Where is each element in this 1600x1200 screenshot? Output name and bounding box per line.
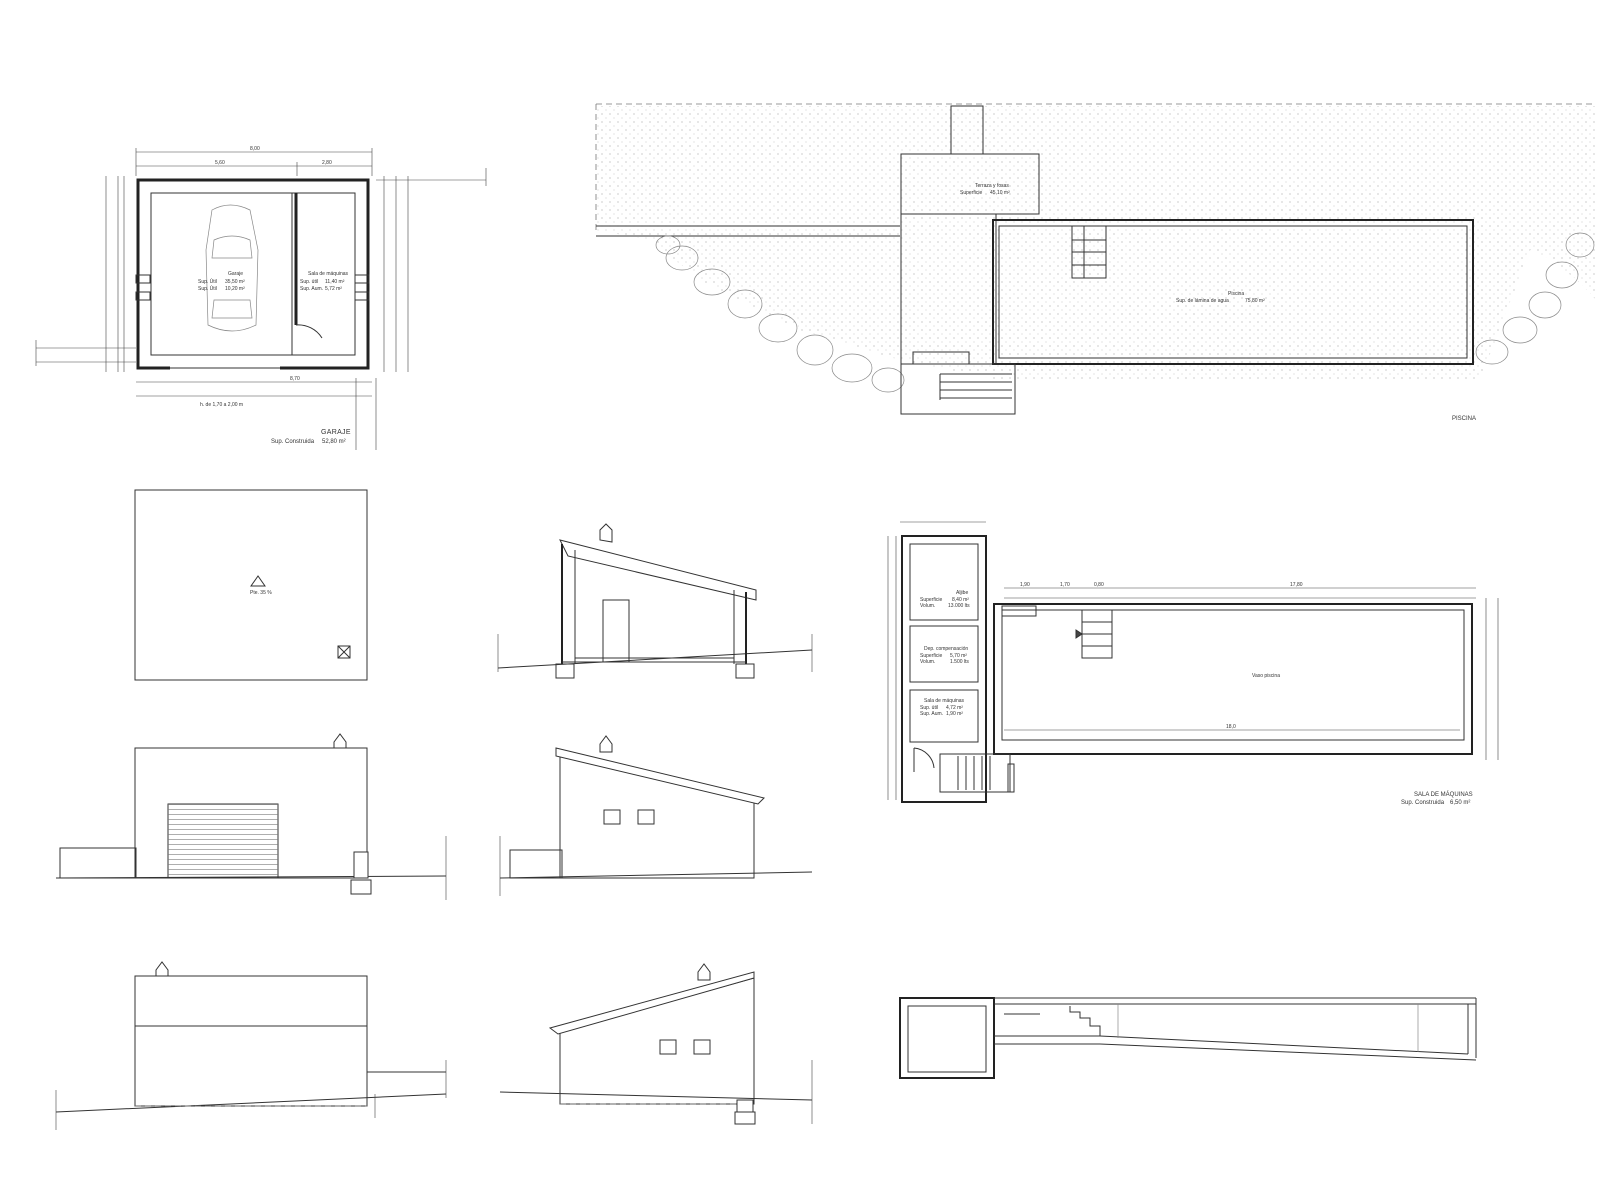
tank-vol-label: Volum.	[920, 603, 935, 609]
garage-rear-elevation	[55, 961, 447, 1130]
rocks-right	[1475, 232, 1595, 365]
pool-area-label: Sup. de lámina de agua	[1176, 298, 1229, 304]
pool-title: PISCINA	[1452, 416, 1476, 422]
mr-dim-top: 17,80	[1290, 582, 1303, 588]
comp-vol-value: 1.500 lts	[950, 659, 969, 665]
pool-area-value: 75,80 m²	[1245, 298, 1265, 304]
mr-machines-useful-label: Sup. útil	[920, 705, 938, 711]
garage-dim-left: 5,60	[215, 160, 225, 166]
mr-built-area-value: 6,50 m²	[1450, 800, 1470, 806]
garage-machines-aux-label: Sup. Aum.	[300, 286, 323, 292]
pool-section	[899, 997, 1477, 1079]
mr-title: SALA DE MÁQUINAS	[1414, 791, 1473, 798]
garage-useful-label: Sup. Útil	[198, 278, 217, 285]
comp-area-label: Superficie	[920, 653, 942, 659]
tank-area-value: 8,40 m²	[952, 597, 969, 603]
garage-height-note: h. de 1,70 a 2,00 m	[200, 402, 243, 408]
tank-vol-value: 13.000 lts	[948, 603, 970, 609]
mr-dim-w2: 1,70	[1060, 582, 1070, 588]
basin-label: Vaso piscina	[1252, 673, 1280, 679]
comp-area-value: 5,70 m²	[950, 653, 967, 659]
terrace-area-value: 45,10 m²	[990, 190, 1010, 196]
garage-built-area-label: Sup. Construida	[271, 439, 315, 445]
garage-room-name: Garaje	[228, 271, 243, 277]
garage-plan: 8,00 5,60 2,80 Garaje Sup. Útil 35,50 m²…	[35, 146, 487, 450]
pool-name: Piscina	[1228, 291, 1244, 297]
machine-room-plan: 1,90 1,70 0,80 17,80 Aljibe Superficie 8…	[887, 521, 1499, 806]
pool-stairs	[1071, 225, 1107, 279]
garage-useful2-label: Sup. Útil	[198, 285, 217, 292]
terrace-name: Terraza y fosas	[975, 183, 1009, 189]
garage-machines-useful-value: 11,40 m²	[325, 279, 345, 285]
pool-site-plan: Terraza y fosas Superficie 45,10 m² Pisc…	[595, 103, 1596, 422]
rocks-left	[655, 235, 905, 393]
garage-machines-useful-label: Sup. útil	[300, 279, 318, 285]
roof-plan: Pte. 35 %	[134, 489, 368, 681]
car-icon	[205, 204, 259, 332]
garage-useful2-value: 10,20 m²	[225, 286, 245, 292]
garage-dim-bottom-total: 8,70	[290, 376, 300, 382]
mr-dim-w1: 1,90	[1020, 582, 1030, 588]
access-stairs	[939, 373, 1012, 400]
garage-side-elevation	[499, 735, 813, 896]
terrace-area-label: Superficie	[960, 190, 982, 196]
garage-dim-right: 2,80	[322, 160, 332, 166]
mr-machines-aux-value: 1,90 m²	[946, 711, 963, 717]
garage-front-elevation	[55, 733, 447, 900]
basin-stairs	[1081, 609, 1113, 659]
garage-title: GARAJE	[321, 429, 351, 436]
garage-useful-value: 35,50 m²	[225, 279, 245, 285]
garage-rear-side-elevation	[499, 963, 813, 1125]
roof-slope-label: Pte. 35 %	[250, 590, 272, 596]
mr-dim-w3: 0,80	[1094, 582, 1104, 588]
mr-built-area-label: Sup. Construida	[1401, 800, 1445, 806]
garage-machines-aux-value: 5,72 m²	[325, 286, 342, 292]
garage-section	[497, 523, 813, 679]
garage-dim-total: 8,00	[250, 146, 260, 152]
tank-name: Aljibe	[956, 590, 968, 596]
garage-machines-name: Sala de máquinas	[308, 271, 349, 277]
mr-dim-length: 18,0	[1226, 724, 1236, 730]
mr-machines-name: Sala de máquinas	[924, 698, 965, 704]
mr-machines-useful-value: 4,72 m²	[946, 705, 963, 711]
comp-vol-label: Volum.	[920, 659, 935, 665]
comp-name: Dep. compensación	[924, 646, 968, 652]
mr-machines-aux-label: Sup. Aum.	[920, 711, 943, 717]
garage-built-area-value: 52,80 m²	[322, 439, 346, 445]
tank-area-label: Superficie	[920, 597, 942, 603]
